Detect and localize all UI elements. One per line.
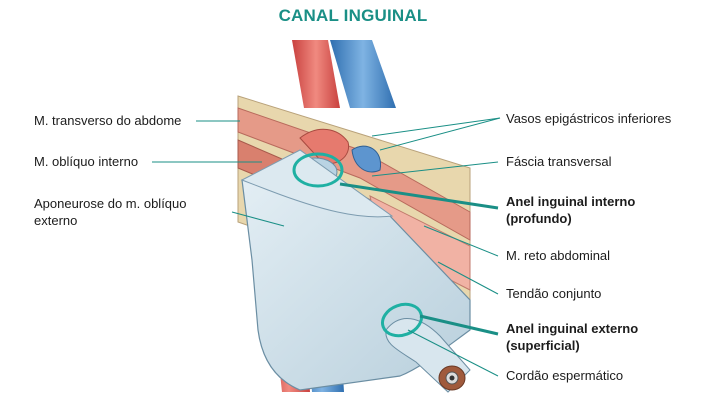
label-aponeurose-1: Aponeurose do m. oblíquo: [34, 196, 187, 211]
label-obliquo-interno: M. oblíquo interno: [34, 154, 138, 169]
label-transverso: M. transverso do abdome: [34, 113, 181, 128]
vein-upper: [330, 40, 396, 108]
leader-aponeurose: [231, 211, 285, 227]
leader-cordao: [407, 329, 499, 377]
label-aponeurose-2: externo: [34, 213, 77, 228]
label-anel-externo-1: Anel inguinal externo: [506, 321, 638, 336]
leader-vasos-b: [379, 117, 501, 151]
label-reto: M. reto abdominal: [506, 248, 610, 263]
label-cordao: Cordão espermático: [506, 368, 623, 383]
spermatic-cord: [385, 318, 471, 393]
femoral-vessels-upper: [292, 40, 396, 108]
label-vasos: Vasos epigástricos inferiores: [506, 111, 672, 126]
artery-upper: [292, 40, 340, 108]
label-anel-interno-2: (profundo): [506, 211, 572, 226]
leader-tendao: [437, 261, 499, 295]
label-tendao: Tendão conjunto: [506, 286, 601, 301]
epigastric-vein: [351, 145, 382, 173]
leader-fascia: [371, 161, 499, 177]
label-anel-interno-1: Anel inguinal interno: [506, 194, 635, 209]
label-fascia: Fáscia transversal: [506, 154, 612, 169]
external-ring-highlight: [381, 302, 423, 338]
leader-reto: [423, 225, 499, 257]
leader-vasos-a: [371, 117, 501, 137]
leader-lines: [152, 117, 501, 377]
leader-anel-interno: [339, 182, 499, 210]
label-anel-externo-2: (superficial): [506, 338, 580, 353]
leader-anel-externo: [419, 314, 499, 336]
internal-ring-highlight: [292, 152, 344, 188]
diagram-title: CANAL INGUINAL: [278, 6, 428, 25]
